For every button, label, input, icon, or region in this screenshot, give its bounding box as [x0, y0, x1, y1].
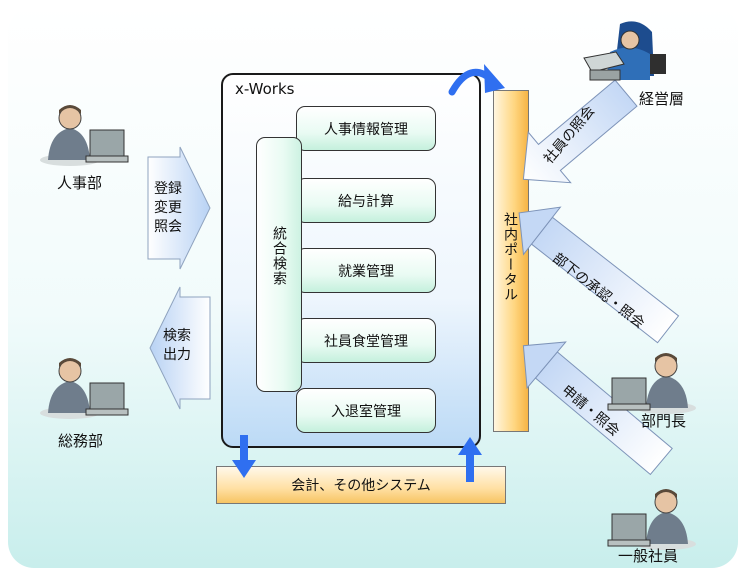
flow-text: 検索 [163, 328, 191, 344]
module-attendance: 就業管理 [296, 248, 436, 293]
down-flow-arrow [232, 435, 256, 478]
flow-text: 変更 [154, 200, 182, 216]
integrated-search-label: 統合検索 [271, 226, 287, 286]
flow-text: 照会 [154, 219, 182, 235]
module-cafeteria: 社員食堂管理 [296, 318, 436, 363]
integrated-search-box [256, 137, 302, 392]
accounting-systems-bar: 会計、その他システム [216, 466, 506, 504]
flow-text: 出力 [163, 347, 191, 363]
module-entry-exit: 入退室管理 [296, 388, 436, 433]
up-flow-arrow [458, 437, 482, 482]
dept-head-arrow [518, 206, 680, 344]
hr-input-labels: 登録 変更 照会 [154, 180, 182, 237]
module-hr-info: 人事情報管理 [296, 106, 436, 151]
intranet-portal-label: 社内ポータル [502, 212, 518, 302]
actor-dept-head-label: 部門長 [641, 412, 687, 430]
intranet-portal-bar [493, 90, 529, 432]
ga-output-arrow [149, 286, 211, 410]
actor-general-affairs-label: 総務部 [58, 432, 104, 450]
actor-management-label: 経営層 [639, 90, 685, 108]
actor-hr-label: 人事部 [57, 174, 103, 192]
system-title: x-Works [235, 80, 295, 98]
actor-employee-label: 一般社員 [618, 547, 679, 565]
module-payroll: 給与計算 [296, 178, 436, 223]
person-at-laptop-icon [607, 489, 696, 550]
person-at-laptop-icon [40, 105, 129, 166]
hr-input-arrow [147, 146, 211, 270]
management-arrow [522, 79, 638, 184]
flow-text: 登録 [154, 181, 182, 197]
person-at-laptop-icon [40, 358, 129, 419]
top-curved-arrowhead [484, 64, 505, 93]
ga-output-labels: 検索 出力 [163, 327, 191, 365]
person-at-laptop-icon [607, 353, 696, 414]
executive-at-desk-icon [583, 21, 666, 81]
employee-arrow [522, 341, 673, 476]
